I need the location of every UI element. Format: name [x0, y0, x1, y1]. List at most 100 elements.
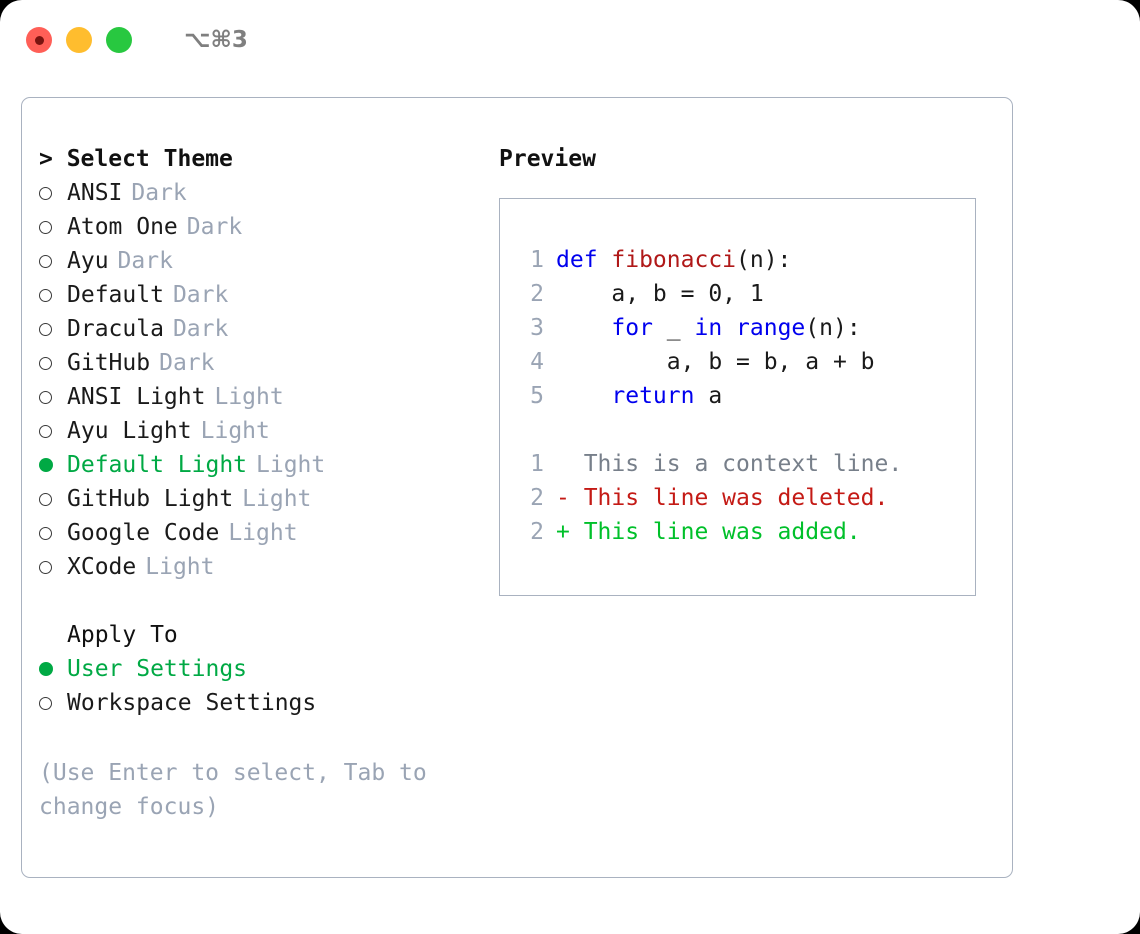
radio-icon[interactable] [39, 424, 67, 438]
apply-to-option-label: Workspace Settings [67, 690, 317, 716]
theme-option-xcode[interactable]: XCode Light [39, 550, 499, 584]
apply-to-heading: Apply To [67, 622, 178, 648]
theme-option-tag: Dark [172, 282, 229, 308]
theme-option-ayu-light[interactable]: Ayu Light Light [39, 414, 499, 448]
code-token-plain: (n): [805, 315, 861, 341]
code-token-plain [556, 315, 611, 341]
theme-option-label: GitHub Light [67, 486, 234, 512]
theme-option-label: Default [67, 282, 164, 308]
line-number: 2 [530, 485, 544, 511]
theme-option-ansi-light[interactable]: ANSI Light Light [39, 380, 499, 414]
select-theme-heading: > Select Theme [39, 146, 233, 172]
code-line: 3 for _ in range(n): [516, 311, 975, 345]
radio-icon[interactable] [39, 186, 67, 200]
radio-icon[interactable] [39, 560, 67, 574]
theme-option-ayu-dark[interactable]: Ayu Dark [39, 244, 499, 278]
theme-option-label: Dracula [67, 316, 164, 342]
code-token-plain: (n): [736, 247, 792, 273]
line-number: 3 [530, 315, 544, 341]
theme-option-tag: Dark [159, 350, 215, 376]
theme-option-label: Ayu [67, 248, 109, 274]
keyboard-shortcut-label: ⌥⌘3 [184, 27, 248, 53]
code-line: 5 return a [516, 379, 975, 413]
radio-selected-icon[interactable] [39, 458, 67, 472]
code-token-keyword: for [611, 315, 653, 341]
radio-icon[interactable] [39, 492, 67, 506]
code-token-keyword: in [694, 315, 737, 341]
panel-columns: > Select Theme ANSI Dark Atom One Dark A… [22, 98, 1012, 824]
theme-option-default-dark[interactable]: Default Dark [39, 278, 499, 312]
theme-option-ansi-dark[interactable]: ANSI Dark [39, 176, 499, 210]
code-blank-line [516, 413, 975, 447]
code-line: 1 def fibonacci(n): [516, 243, 975, 277]
code-token-keyword: return [611, 383, 695, 409]
theme-option-label: Atom One [67, 214, 178, 240]
code-text: a, b = b, a + b [556, 345, 875, 379]
code-line: 4 a, b = b, a + b [516, 345, 975, 379]
line-number: 2 [530, 281, 544, 307]
code-token-plain: a, b = 0, 1 [556, 281, 764, 307]
theme-list-column: > Select Theme ANSI Dark Atom One Dark A… [39, 142, 499, 824]
code-token-plain: _ [652, 315, 695, 341]
diff-text: This is a context line. [556, 451, 903, 477]
close-button[interactable] [26, 27, 52, 53]
radio-icon[interactable] [39, 526, 67, 540]
code-text: a, b = 0, 1 [556, 277, 764, 311]
theme-option-tag: Light [145, 554, 215, 580]
apply-to-option-user-settings[interactable]: User Settings [39, 652, 499, 686]
preview-column: Preview 1 def fibonacci(n): 2 a, b = 0, … [499, 142, 1012, 824]
radio-icon[interactable] [39, 696, 67, 710]
keyboard-hint-text: (Use Enter to select, Tab to change focu… [39, 760, 427, 820]
radio-icon[interactable] [39, 254, 67, 268]
theme-option-default-light[interactable]: Default Light Light [39, 448, 499, 482]
line-number: 5 [530, 383, 544, 409]
theme-option-tag: Light [242, 486, 312, 512]
diff-line-added: 2 + This line was added. [516, 515, 975, 549]
theme-option-label: Google Code [67, 520, 220, 546]
code-text: return a [556, 379, 722, 413]
theme-option-atom-one-dark[interactable]: Atom One Dark [39, 210, 499, 244]
diff-line-context: 1 This is a context line. [516, 447, 975, 481]
code-token-plain: a, b = b, a + b [556, 349, 875, 375]
list-spacer [39, 584, 499, 618]
code-token-plain [556, 383, 611, 409]
theme-option-label: GitHub [67, 350, 151, 376]
recording-dot-icon [34, 35, 44, 45]
code-token-function: fibonacci [611, 247, 737, 273]
theme-option-tag: Light [228, 520, 298, 546]
apply-to-option-workspace-settings[interactable]: Workspace Settings [39, 686, 499, 720]
theme-option-google-code[interactable]: Google Code Light [39, 516, 499, 550]
radio-icon[interactable] [39, 390, 67, 404]
theme-option-tag: Dark [117, 248, 173, 274]
code-token-builtin: range [736, 315, 806, 341]
theme-option-dracula-dark[interactable]: Dracula Dark [39, 312, 499, 346]
theme-option-tag: Light [214, 384, 284, 410]
line-number: 1 [530, 247, 544, 273]
minimize-button[interactable] [66, 27, 92, 53]
line-number: 1 [530, 451, 544, 477]
radio-icon[interactable] [39, 322, 67, 336]
code-token-keyword: def [556, 247, 612, 273]
diff-text: - This line was deleted. [556, 485, 889, 511]
theme-option-label: Ayu Light [67, 418, 192, 444]
theme-option-github-light[interactable]: GitHub Light Light [39, 482, 499, 516]
theme-picker-panel: > Select Theme ANSI Dark Atom One Dark A… [21, 97, 1013, 878]
radio-icon[interactable] [39, 356, 67, 370]
theme-option-label: ANSI [67, 180, 123, 206]
theme-option-tag: Light [200, 418, 270, 444]
apply-to-option-label: User Settings [67, 656, 248, 682]
theme-option-label: XCode [67, 554, 137, 580]
theme-option-tag: Dark [172, 316, 229, 342]
theme-option-label: Default Light [67, 452, 248, 478]
theme-option-github-dark[interactable]: GitHub Dark [39, 346, 499, 380]
radio-icon[interactable] [39, 220, 67, 234]
diff-line-deleted: 2 - This line was deleted. [516, 481, 975, 515]
radio-icon[interactable] [39, 288, 67, 302]
code-text: for _ in range(n): [556, 311, 861, 345]
preview-heading: Preview [499, 146, 596, 172]
radio-selected-icon[interactable] [39, 662, 67, 676]
title-bar: ⌥⌘3 [0, 0, 1140, 80]
code-token-plain: a [694, 383, 723, 409]
maximize-button[interactable] [106, 27, 132, 53]
code-line: 2 a, b = 0, 1 [516, 277, 975, 311]
